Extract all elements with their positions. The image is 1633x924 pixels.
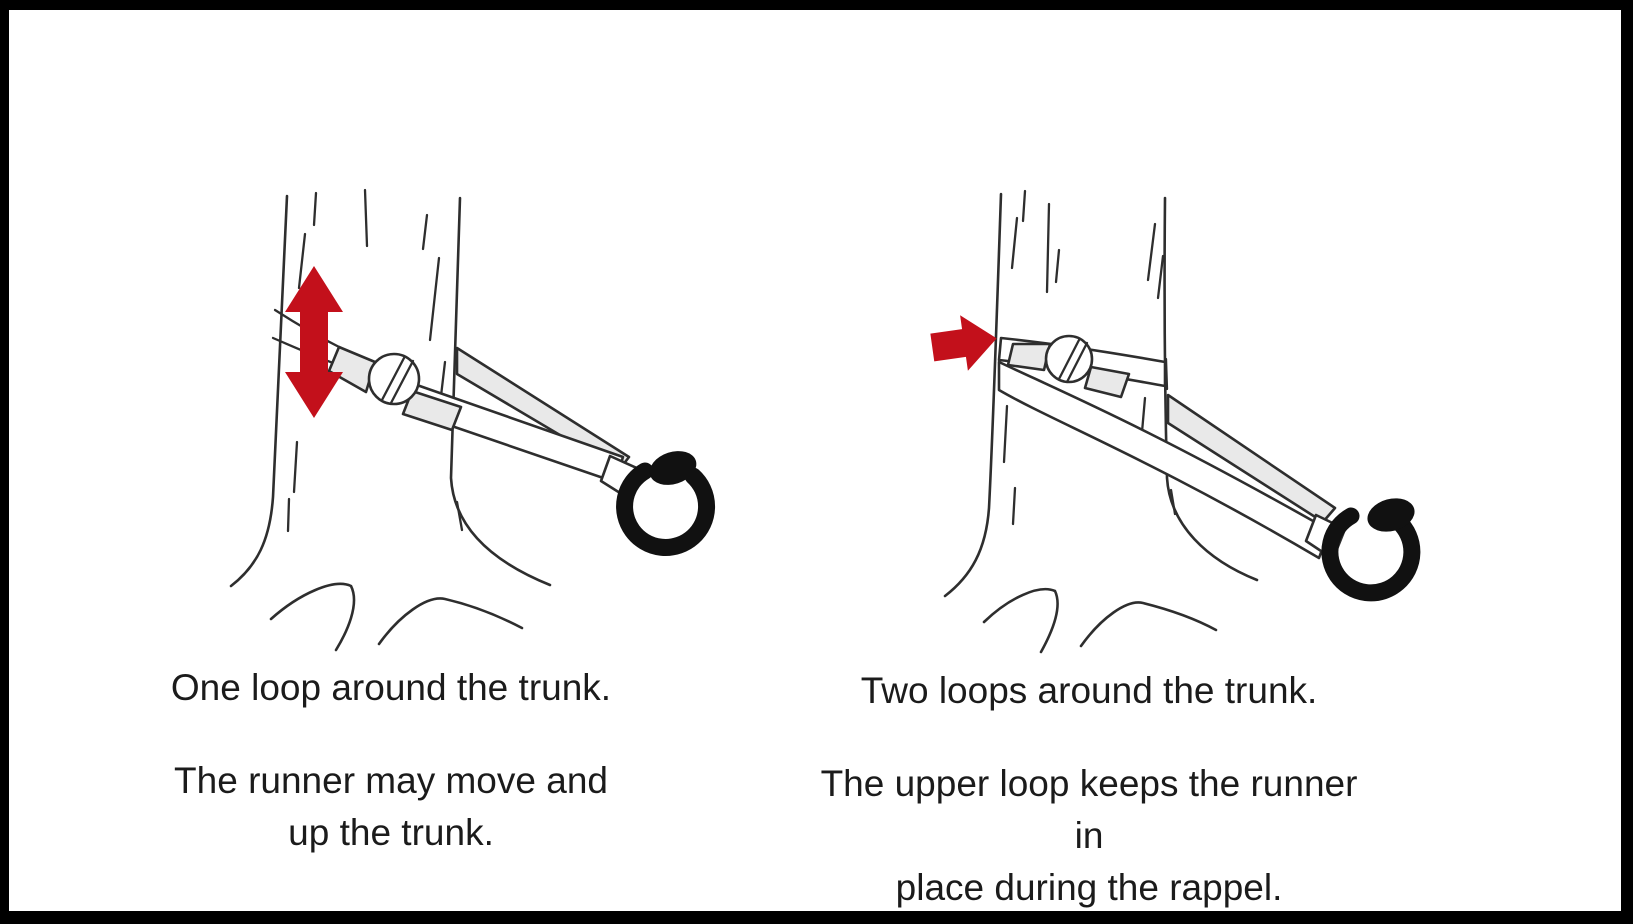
bark-lines — [286, 188, 464, 533]
runner-sling — [271, 308, 641, 500]
up-down-arrow-icon — [285, 266, 343, 418]
root-lines — [269, 582, 524, 652]
two-loops-description-line-2: place during the rappel. — [895, 867, 1283, 908]
two-loops-illustration — [930, 189, 1421, 654]
carabiner-gate — [1367, 498, 1415, 532]
diagram-page: One loop around the trunk. The runner ma… — [9, 10, 1621, 911]
root-lines — [982, 587, 1218, 654]
carabiner-gate — [649, 451, 697, 485]
knot-ball — [1044, 334, 1094, 384]
webbing-segment-left — [1006, 342, 1052, 372]
knot-ball — [367, 352, 421, 406]
one-loop-illustration — [229, 188, 715, 652]
webbing-segment-left — [327, 345, 377, 394]
right-arrow-icon — [930, 315, 997, 371]
one-loop-description: The runner may move and up the trunk. — [126, 755, 656, 859]
carabiner-ring — [616, 462, 715, 556]
carabiner — [616, 451, 715, 556]
lower-loop-band — [997, 360, 1331, 560]
carabiner-ring — [1321, 507, 1421, 602]
one-loop-title: One loop around the trunk. — [170, 667, 612, 708]
trunk-edge-left — [943, 192, 1003, 598]
one-loop-description-line-2: up the trunk. — [288, 812, 494, 853]
bark-lines — [1002, 189, 1177, 526]
carabiner — [1321, 498, 1421, 602]
two-loops-title: Two loops around the trunk. — [860, 670, 1318, 711]
runner-sling — [997, 334, 1347, 561]
two-loops-description-line-1: The upper loop keeps the runner in — [820, 763, 1358, 856]
trunk-edge-left — [229, 194, 289, 588]
trunk-edge-right — [1163, 196, 1259, 582]
webbing-segment-right — [1083, 365, 1131, 399]
one-loop-description-line-1: The runner may move and — [174, 760, 608, 801]
trunk-edge-right — [449, 196, 552, 587]
trunk-edge-overlap — [1164, 357, 1169, 391]
two-loops-description: The upper loop keeps the runner in place… — [804, 758, 1374, 914]
tree-trunk — [229, 188, 552, 652]
webbing-segment-right — [401, 389, 463, 432]
